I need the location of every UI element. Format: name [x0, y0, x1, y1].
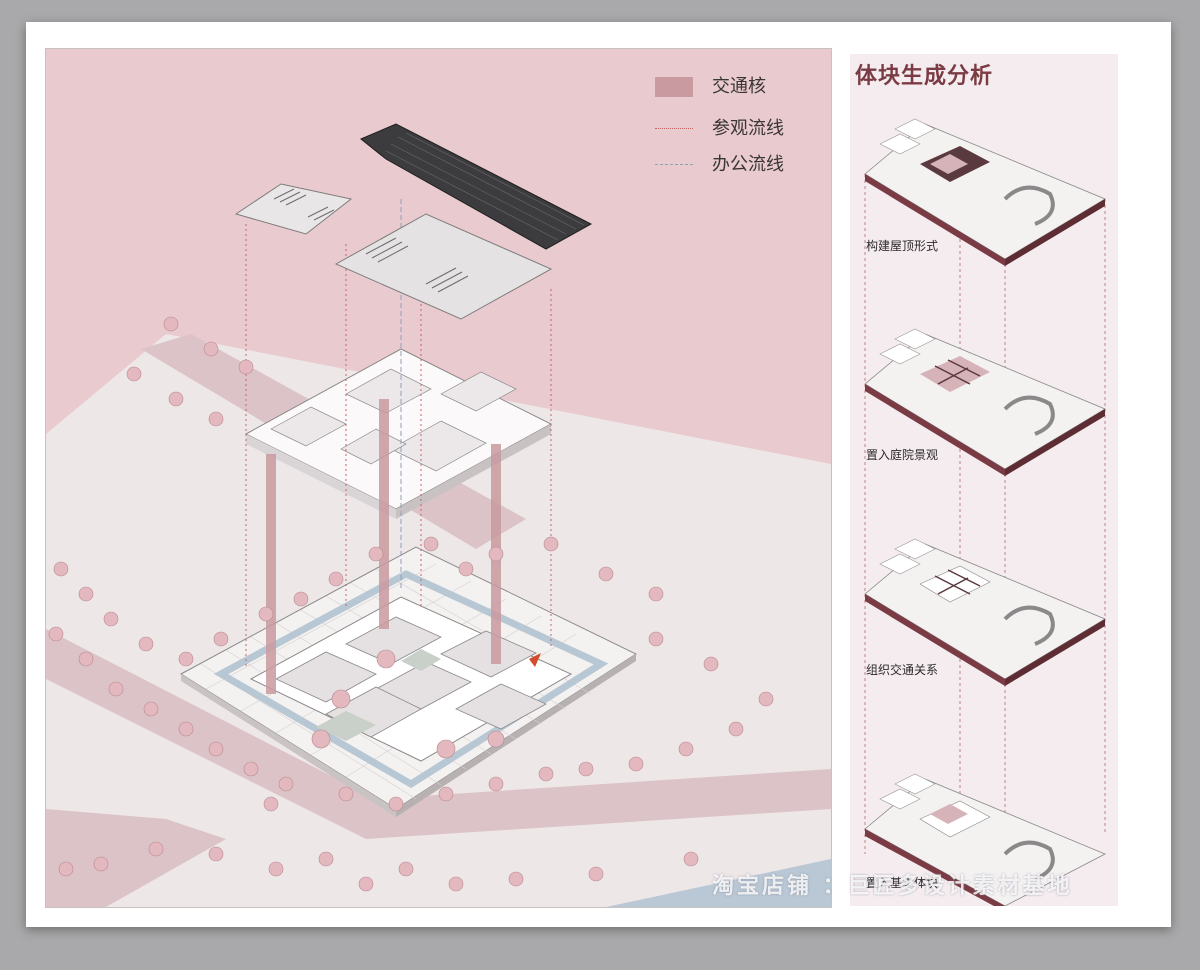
moat-water [213, 570, 609, 789]
road-left [46, 809, 226, 907]
roof-large-light [334, 213, 553, 320]
road-lower [46, 629, 831, 839]
courtyard-green-2 [401, 649, 441, 671]
massing-steps-drawing [864, 118, 1106, 912]
roof-small-stairs [273, 188, 335, 221]
step-label-circulation: 组织交通关系 [866, 663, 939, 677]
legend-label: 交通核 [712, 76, 766, 97]
legend-item-visit-route: 参观流线 [655, 117, 830, 141]
legend-label: 办公流线 [712, 154, 784, 175]
axonometric-panel [45, 48, 832, 908]
legend-item-traffic-core: 交通核 [655, 75, 830, 99]
legend-label: 参观流线 [712, 118, 784, 139]
side-panel-title: 体块生成分析 [855, 64, 994, 89]
axonometric-drawing [46, 49, 831, 907]
step-block-circulation [864, 538, 1106, 686]
roof-small-left [234, 183, 353, 235]
massing-analysis-panel [850, 54, 1118, 912]
upper-floor-rooms [270, 368, 517, 472]
plinth-edge-right [396, 654, 636, 817]
roof-dark-sloped [360, 123, 593, 250]
legend-item-office-route: 办公流线 [655, 153, 830, 177]
upper-floor-edge-right [396, 424, 551, 519]
upper-floor-edge-left [246, 434, 396, 519]
step-label-courtyard: 置入庭院景观 [866, 448, 939, 462]
shop-watermark: 淘宝店铺 ：巨匠多设计素材基地 [712, 874, 1073, 899]
trees [48, 316, 774, 892]
water-bottom [606, 859, 831, 907]
visit-route-lines [245, 224, 552, 669]
step-block-courtyard [864, 328, 1106, 476]
courtyard-green [316, 711, 376, 741]
roof-large-stairs [365, 237, 469, 293]
roof-dark-ribs [385, 132, 585, 241]
step-label-basic-mass: 置入基本体块 [866, 876, 939, 890]
step-block-roof [864, 118, 1106, 266]
office-route-line-sample [655, 164, 693, 165]
plinth-edge-left [181, 674, 396, 817]
step-block-basic-mass [864, 773, 1106, 912]
visit-route-line-sample [655, 128, 693, 129]
entrance-marker [529, 653, 541, 667]
step-label-roof: 构建屋顶形式 [866, 239, 939, 253]
traffic-core-swatch [655, 77, 693, 97]
